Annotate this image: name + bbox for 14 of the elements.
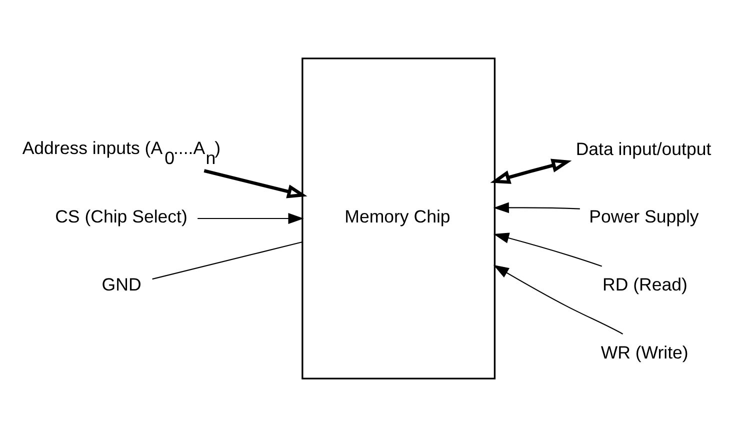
node-text: Power Supply [589, 206, 699, 226]
node-text: GND [102, 274, 142, 294]
arrow [204, 168, 308, 198]
connector [152, 240, 302, 280]
node-text: WR (Write) [600, 342, 688, 362]
node-text: RD (Read) [602, 274, 688, 294]
arrow [490, 158, 572, 184]
node-text: Data input/output [576, 138, 712, 158]
arrow [493, 202, 580, 213]
arrow [198, 212, 304, 224]
arrow [493, 232, 602, 266]
node-text: CS (Chip Select) [55, 206, 188, 226]
node-box: Memory Chip [302, 57, 496, 379]
arrow [493, 264, 624, 334]
